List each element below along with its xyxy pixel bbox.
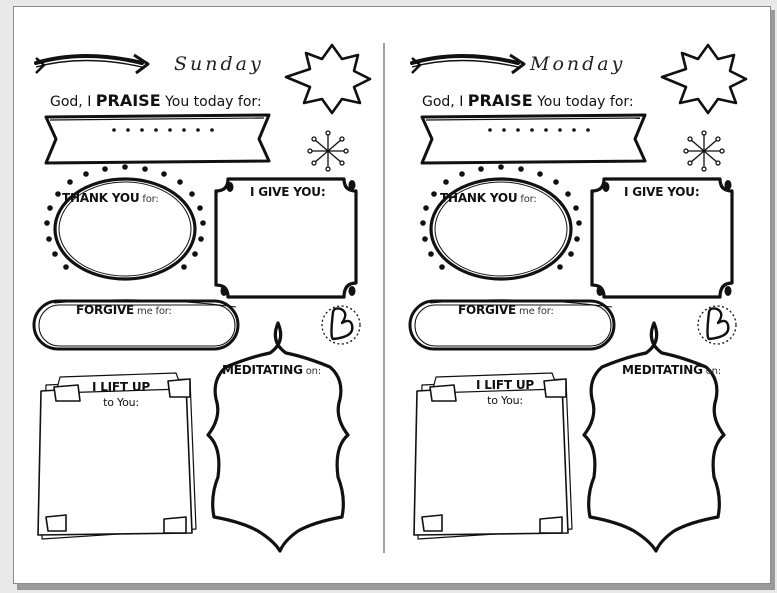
forgive-prompt: FORGIVE me for: — [76, 303, 172, 317]
planner-right-art — [408, 43, 748, 553]
planner-sheet: Sunday God, I PRAISE You today for: THAN… — [13, 6, 771, 584]
day-title: Monday — [530, 53, 626, 75]
thank-you-prompt: THANK YOU for: — [62, 191, 159, 205]
planner-left-art — [32, 43, 372, 553]
give-prompt: I GIVE YOU: — [250, 185, 326, 199]
forgive-prompt: FORGIVE me for: — [458, 303, 554, 317]
thank-you-prompt: THANK YOU for: — [440, 191, 537, 205]
praise-prompt: God, I PRAISE You today for: — [50, 91, 262, 110]
give-prompt: I GIVE YOU: — [624, 185, 700, 199]
planner-artwork — [32, 43, 748, 553]
day-title: Sunday — [174, 53, 264, 75]
praise-prompt: God, I PRAISE You today for: — [422, 91, 634, 110]
meditating-prompt: MEDITATING on: — [622, 363, 721, 377]
meditating-prompt: MEDITATING on: — [222, 363, 321, 377]
